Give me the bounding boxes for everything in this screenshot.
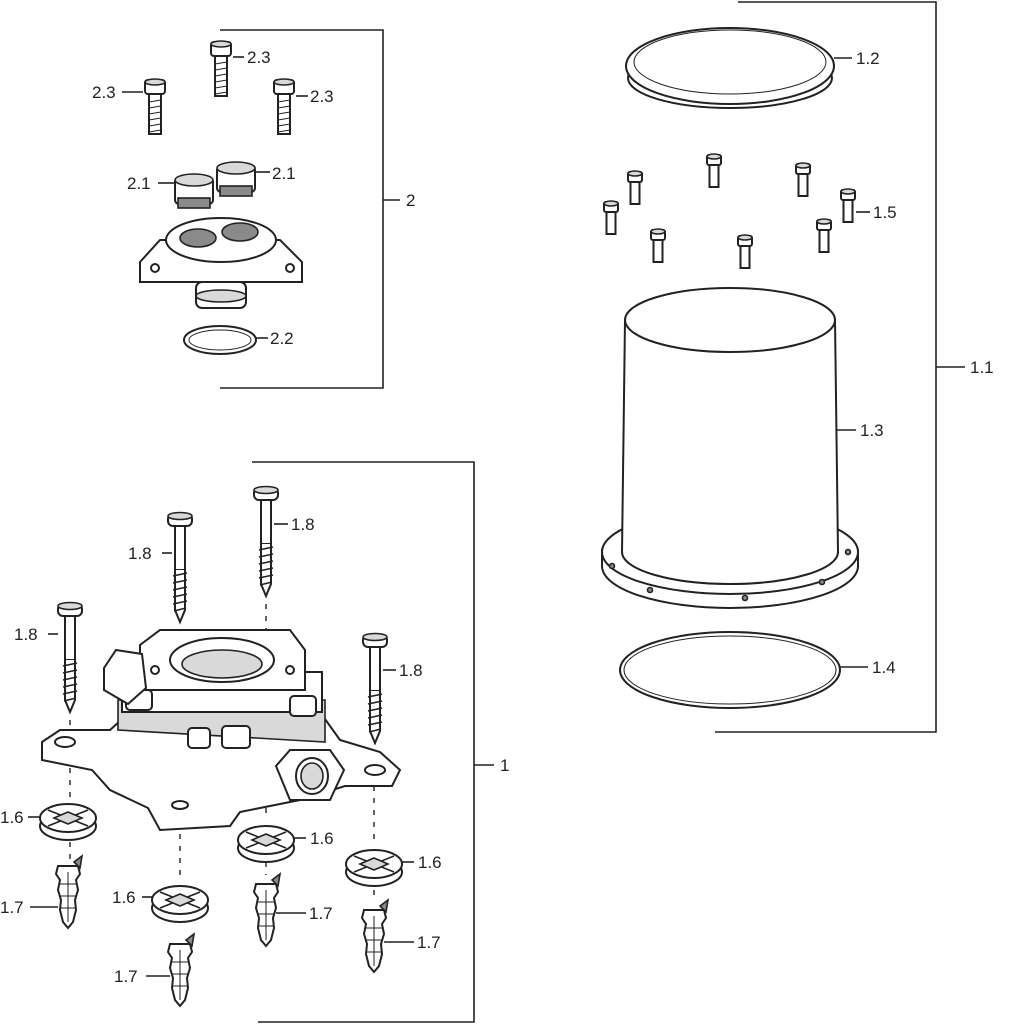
callout-1-8-d: 1.8 xyxy=(399,661,423,680)
group-2: 2 2.3 2.3 2.3 2.1 2.1 xyxy=(92,29,415,389)
callout-1-6-b: 1.6 xyxy=(310,829,334,848)
callout-1-8-b: 1.8 xyxy=(128,544,152,563)
screw-1-5-c xyxy=(795,162,811,197)
callout-1-2: 1.2 xyxy=(856,49,880,68)
grommet-1-6-c xyxy=(345,849,403,887)
callout-2-1-right: 2.1 xyxy=(272,164,296,183)
plug-2-1-left xyxy=(174,173,214,209)
wall-plug-1-7-c xyxy=(361,899,389,973)
group-1-1: 1.1 1.2 1.5 1.3 xyxy=(601,1,994,733)
screw-1-5-d xyxy=(840,188,856,223)
callout-1-4: 1.4 xyxy=(872,658,896,677)
callout-2-3-right: 2.3 xyxy=(310,87,334,106)
wood-screw-1-8-d xyxy=(362,632,388,744)
valve-cover-2 xyxy=(139,217,303,309)
group-1: 1 1.8 1.8 1.8 1.8 xyxy=(0,461,509,1023)
group-1-bracket xyxy=(252,461,475,1023)
group-2-bracket xyxy=(220,29,384,389)
callout-1-8-c: 1.8 xyxy=(291,515,315,534)
wall-plug-1-7-b xyxy=(253,873,281,947)
callout-1-7-d: 1.7 xyxy=(114,967,138,986)
callout-1-7-a: 1.7 xyxy=(0,898,24,917)
screw-1-5-b xyxy=(627,170,643,205)
callout-2-3-top: 2.3 xyxy=(247,48,271,67)
callout-1-6-a: 1.6 xyxy=(0,808,24,827)
wood-screw-1-8-c xyxy=(253,485,279,597)
lid-ring-1-2 xyxy=(625,27,835,109)
callout-1-7-b: 1.7 xyxy=(309,904,333,923)
grommet-1-6-a xyxy=(39,803,97,841)
callout-1-7-c: 1.7 xyxy=(417,933,441,952)
grommet-1-6-b xyxy=(237,825,295,863)
callout-2-1-left: 2.1 xyxy=(127,174,151,193)
cap-screw-2-3-right xyxy=(273,78,295,135)
screw-1-5-e xyxy=(603,200,619,235)
callout-2: 2 xyxy=(406,191,415,210)
screw-1-5-f xyxy=(650,228,666,263)
wood-screw-1-8-b xyxy=(167,511,193,623)
screw-1-5-h xyxy=(816,218,832,253)
callout-1-3: 1.3 xyxy=(860,421,884,440)
base-housing-1 xyxy=(41,629,402,832)
wood-screw-1-8-a xyxy=(57,601,83,713)
grommet-1-6-d xyxy=(151,885,209,923)
gasket-1-4 xyxy=(619,631,841,709)
callout-1-8-a: 1.8 xyxy=(14,625,38,644)
callout-2-2: 2.2 xyxy=(270,329,294,348)
cap-screw-2-3-left xyxy=(144,78,166,135)
callout-1-6-c: 1.6 xyxy=(418,853,442,872)
callout-2-3-left: 2.3 xyxy=(92,83,116,102)
wall-plug-1-7-a xyxy=(55,855,83,929)
screw-1-5-g xyxy=(737,234,753,269)
cap-screw-2-3-top xyxy=(210,40,232,97)
callout-1-5: 1.5 xyxy=(873,203,897,222)
wall-plug-1-7-d xyxy=(167,933,195,1007)
callout-1-6-d: 1.6 xyxy=(112,888,136,907)
callout-1: 1 xyxy=(500,756,509,775)
screw-1-5-a xyxy=(706,153,722,188)
housing-bell-1-3 xyxy=(601,287,859,609)
o-ring-2-2 xyxy=(183,325,257,355)
callout-1-1: 1.1 xyxy=(970,358,994,377)
plug-2-1-right xyxy=(216,161,256,197)
